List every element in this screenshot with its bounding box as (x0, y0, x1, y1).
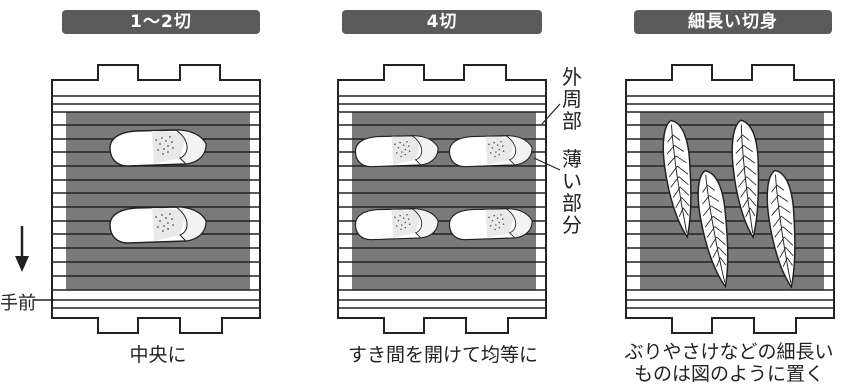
tray-panel-3 (625, 64, 835, 334)
tray-panel-1 (51, 64, 261, 334)
caption-panel-2: すき間を開けて均等に (347, 344, 538, 366)
outer-char-1: 外 (562, 65, 582, 89)
caption-panel-3-line2: ものは図のように置く (633, 363, 824, 385)
thin-char-3: 部 (562, 191, 582, 215)
fillet-5 (354, 208, 439, 241)
outer-char-3: 部 (562, 109, 582, 133)
badge-long-fillet: 細長い切身 (634, 10, 832, 34)
thin-leader (533, 157, 561, 171)
tray-panel-2 (337, 64, 561, 334)
front-label: 手前 (0, 293, 36, 314)
thin-part-label: 薄 い 部 分 (560, 148, 584, 236)
outer-char-2: 周 (562, 87, 582, 111)
fillet-4 (448, 135, 533, 168)
outer-part-label: 外 周 部 (560, 66, 584, 132)
front-arrow (15, 226, 54, 301)
fillet-1 (109, 129, 207, 167)
fillet-3 (354, 135, 439, 168)
thin-char-1: 薄 (562, 147, 582, 171)
fillet-6 (448, 208, 533, 241)
outer-leader (541, 103, 561, 125)
fillet-2 (109, 206, 207, 244)
badge-1-2-pieces: 1～2切 (62, 10, 260, 34)
caption-panel-1: 中央に (129, 344, 187, 366)
thin-char-4: 分 (562, 213, 582, 237)
caption-panel-3-line1: ぶりやさけなどの細長い (624, 341, 834, 363)
badge-4-pieces: 4切 (342, 10, 542, 34)
thin-char-2: い (562, 169, 582, 193)
